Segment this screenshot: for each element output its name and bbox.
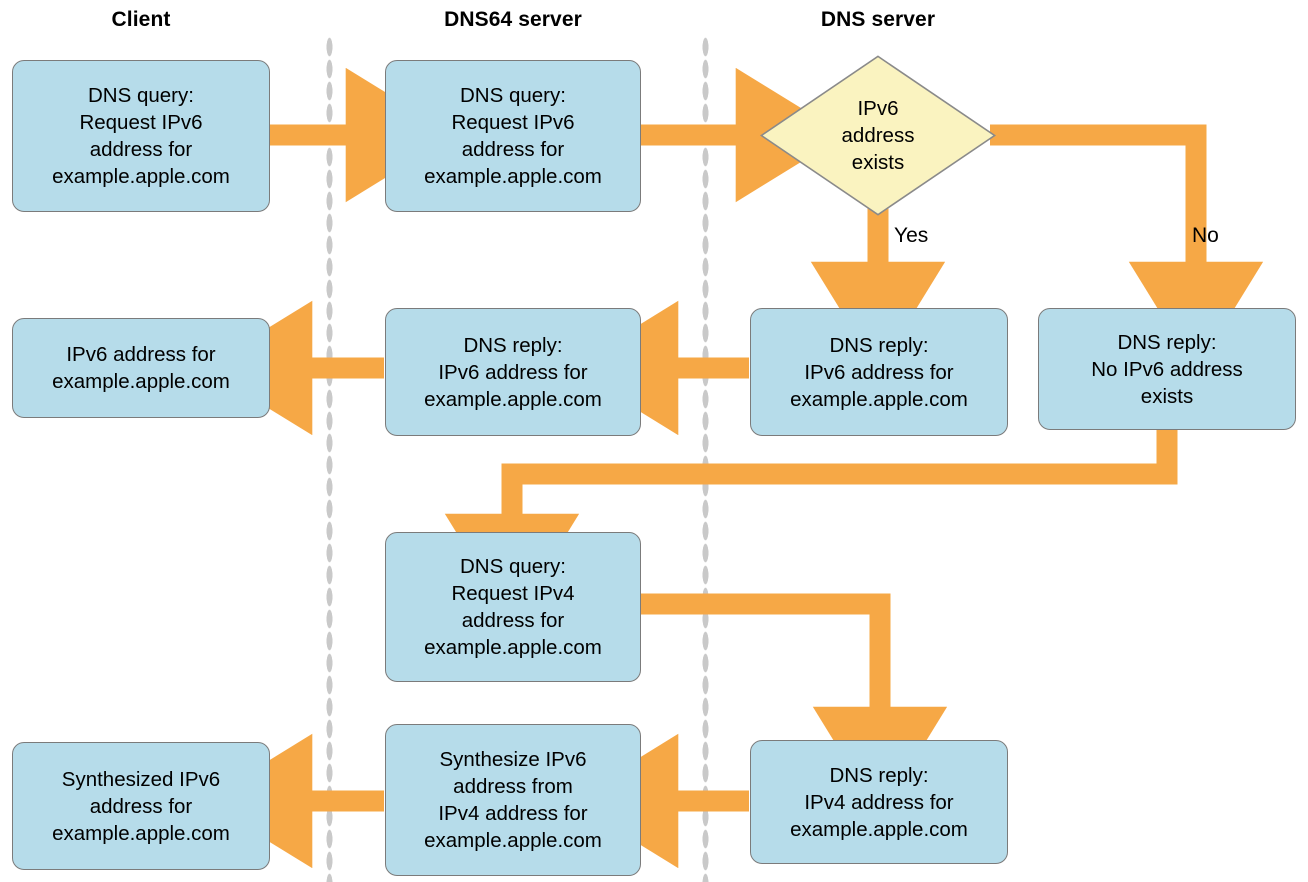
node-text: DNS query: Request IPv6 address for exam…: [424, 82, 602, 190]
node-text: DNS reply: IPv6 address for example.appl…: [790, 332, 968, 413]
lane-header-dns: DNS server: [748, 8, 1008, 32]
node-line: IPv4 address for: [804, 790, 954, 814]
node-line: example.apple.com: [790, 387, 968, 411]
node-text: DNS query: Request IPv4 address for exam…: [424, 553, 602, 661]
node-dns64-query-ipv6[interactable]: DNS query: Request IPv6 address for exam…: [385, 60, 641, 212]
node-line: DNS reply:: [463, 333, 563, 357]
node-line: Synthesize IPv6: [439, 748, 587, 771]
branch-label-text: Yes: [894, 224, 929, 247]
edge-no-reply-to-ipv4-query: [444, 430, 1178, 623]
node-line: address from: [453, 775, 573, 798]
branch-label-no: No: [1192, 224, 1219, 248]
node-dns64-query-ipv4[interactable]: DNS query: Request IPv4 address for exam…: [385, 532, 641, 682]
node-line: Synthesized IPv6: [61, 767, 221, 791]
node-line: DNS reply:: [1117, 330, 1217, 354]
lane-divider-client-dns64: [326, 36, 333, 882]
node-text: DNS reply: IPv6 address for example.appl…: [424, 332, 602, 413]
node-line: Request IPv4: [451, 582, 575, 605]
node-text: DNS reply: IPv4 address for example.appl…: [790, 762, 968, 843]
node-line: example.apple.com: [424, 165, 602, 188]
edge-decision-no: [990, 124, 1264, 371]
node-line: IPv6 address for: [804, 360, 954, 384]
node-client-query-ipv6[interactable]: DNS query: Request IPv6 address for exam…: [12, 60, 270, 212]
node-line: exists: [1140, 384, 1194, 408]
node-text: DNS reply: No IPv6 address exists: [1091, 329, 1243, 410]
node-line: example.apple.com: [52, 165, 230, 188]
node-line: No IPv6 address: [1091, 357, 1243, 381]
lane-header-label: DNS server: [820, 8, 936, 31]
node-line: IPv6 address for: [438, 360, 588, 384]
node-line: address for: [461, 138, 565, 161]
decision-diamond-shape: [760, 55, 996, 216]
node-dns-reply-ipv4[interactable]: DNS reply: IPv4 address for example.appl…: [750, 740, 1008, 864]
node-line: IPv6 address for: [66, 343, 216, 366]
lane-divider-dns64-dns: [702, 36, 709, 882]
node-line: DNS reply:: [829, 763, 929, 787]
lane-header-dns64: DNS64 server: [385, 8, 641, 32]
branch-label-text: No: [1192, 224, 1219, 247]
node-dns-reply-ipv6[interactable]: DNS reply: IPv6 address for example.appl…: [750, 308, 1008, 436]
node-line: address for: [461, 609, 565, 632]
node-text: Synthesized IPv6 address for example.app…: [52, 766, 230, 847]
node-dns-reply-no-ipv6[interactable]: DNS reply: No IPv6 address exists: [1038, 308, 1296, 430]
node-line: example.apple.com: [52, 821, 230, 845]
lane-header-label: Client: [111, 8, 171, 31]
node-line: Request IPv6: [79, 111, 203, 134]
node-text: Synthesize IPv6 address from IPv4 addres…: [424, 746, 602, 854]
node-line: IPv4 address for: [438, 802, 588, 825]
node-line: Request IPv6: [451, 111, 575, 134]
node-line: example.apple.com: [790, 817, 968, 841]
node-line: address for: [89, 794, 193, 818]
node-line: DNS reply:: [829, 333, 929, 357]
node-line: DNS query:: [88, 84, 194, 107]
node-line: example.apple.com: [52, 370, 230, 393]
node-line: address for: [89, 138, 193, 161]
node-line: DNS query:: [460, 555, 566, 578]
node-client-synthesized[interactable]: Synthesized IPv6 address for example.app…: [12, 742, 270, 870]
node-line: example.apple.com: [424, 829, 602, 852]
lane-header-label: DNS64 server: [444, 8, 582, 31]
lane-header-client: Client: [12, 8, 270, 32]
node-dns64-reply-ipv6[interactable]: DNS reply: IPv6 address for example.appl…: [385, 308, 641, 436]
node-line: example.apple.com: [424, 387, 602, 411]
node-line: DNS query:: [460, 84, 566, 107]
node-line: example.apple.com: [424, 636, 602, 659]
edge-ipv4-query-to-dns-reply: [641, 593, 948, 816]
node-text: IPv6 address for example.apple.com: [52, 341, 230, 395]
branch-label-yes: Yes: [894, 224, 928, 248]
node-decision-ipv6-exists[interactable]: IPv6 address exists: [760, 55, 996, 216]
node-client-ipv6-address[interactable]: IPv6 address for example.apple.com: [12, 318, 270, 418]
node-text: DNS query: Request IPv6 address for exam…: [52, 82, 230, 190]
node-dns64-synthesize[interactable]: Synthesize IPv6 address from IPv4 addres…: [385, 724, 641, 876]
